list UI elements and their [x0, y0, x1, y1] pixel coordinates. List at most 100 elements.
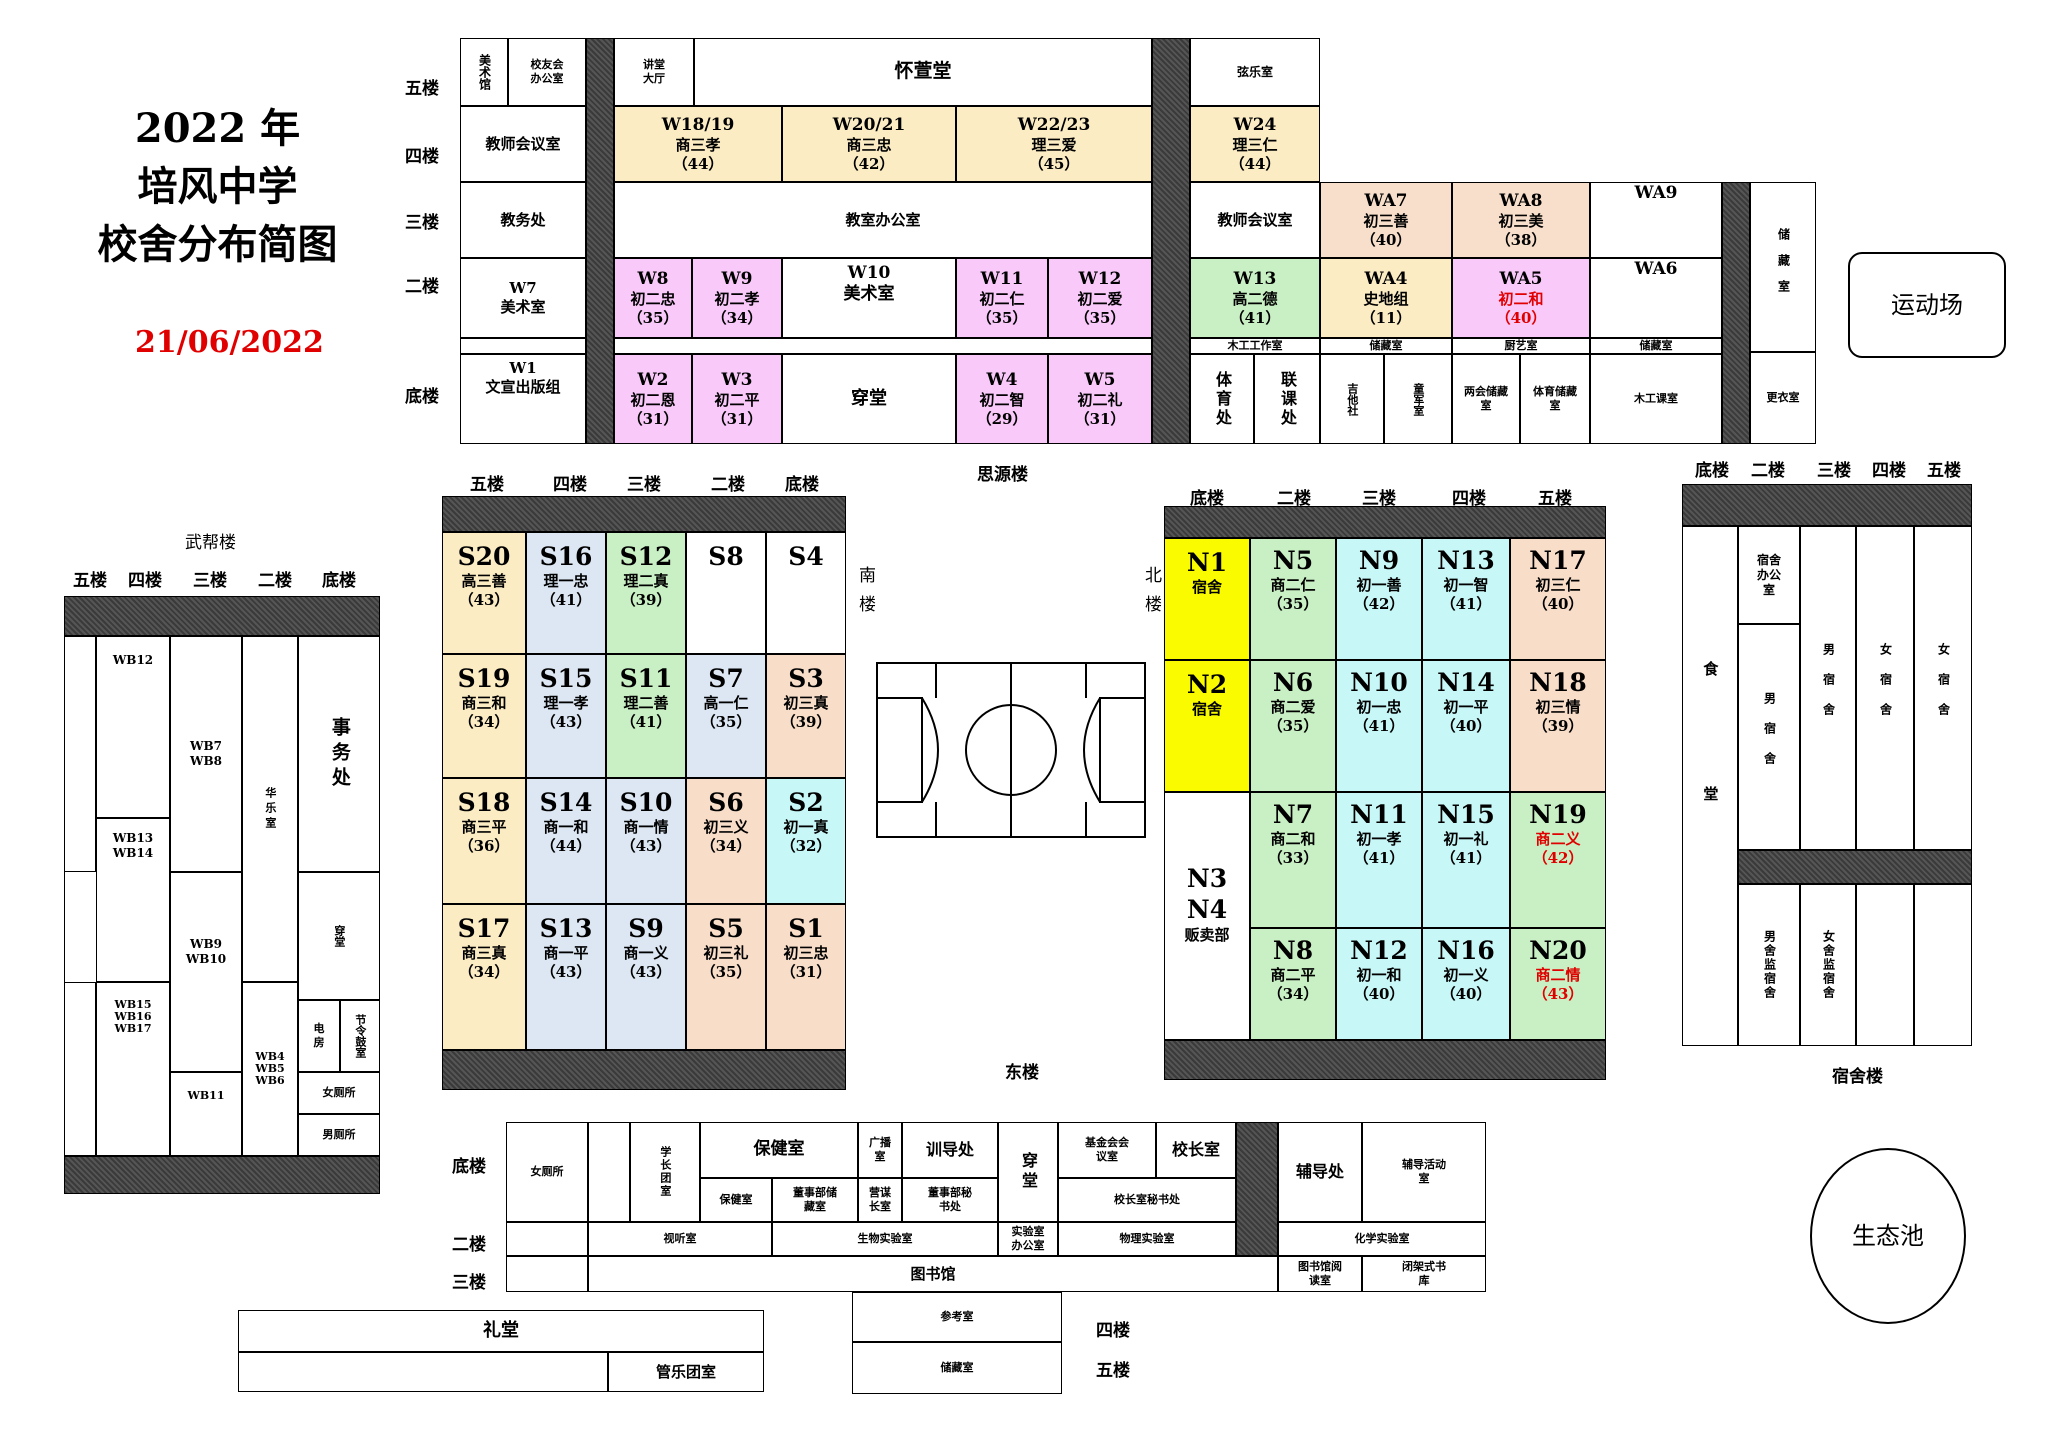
building-name: 北楼 — [1141, 566, 1161, 624]
wubang-top-bar — [64, 596, 380, 636]
room-label: 联课处 — [1278, 370, 1297, 428]
class-size: （44） — [540, 837, 592, 855]
class-size: （40） — [1532, 595, 1584, 613]
room-code: N19 — [1529, 800, 1587, 829]
room-label: 图书馆阅读室 — [1298, 1260, 1342, 1287]
room-label: 宿舍办公室 — [1756, 552, 1781, 597]
broadcast-room: 广播室 — [858, 1122, 902, 1178]
alumni-office: 校友会办公室 — [508, 38, 586, 106]
general-affairs-office: 事务处 — [298, 636, 380, 872]
room-label: 吉他社 — [1345, 382, 1359, 416]
library: 图书馆 — [588, 1256, 1278, 1292]
closed-stacks: 闭架式书库 — [1362, 1256, 1486, 1292]
class-size: （43） — [540, 713, 592, 731]
class-size: （42） — [1532, 849, 1584, 867]
class-name: 初一义 — [1443, 966, 1489, 985]
title-date: 21/06/2022 — [135, 325, 324, 360]
class-size: （36） — [458, 837, 510, 855]
room-code: N5 — [1272, 546, 1314, 575]
room-code: N4 — [1186, 895, 1228, 925]
class-name: 美术室 — [500, 298, 546, 316]
electrical-room: 电房 — [298, 1000, 340, 1072]
class-name: 初二和 — [1498, 289, 1544, 308]
class-size: （29） — [976, 409, 1028, 428]
foundation-meeting-room: 基金会会议室 — [1058, 1122, 1156, 1178]
room-code: WA7 — [1364, 190, 1408, 211]
south-bottom-bar — [442, 1050, 846, 1090]
room-code: W18/19 — [661, 114, 735, 135]
class-name: 初三美 — [1498, 211, 1544, 230]
class-name: 初三真 — [783, 694, 829, 713]
class-name: 美术室 — [843, 284, 895, 305]
room-code: S14 — [539, 788, 593, 817]
class-size: （31） — [627, 409, 679, 428]
class-name: 文宣出版组 — [485, 377, 561, 396]
room-code: WB14 — [112, 846, 154, 860]
room-label: 穿堂 — [332, 925, 346, 947]
principal-secretariat: 校长室秘书处 — [1058, 1178, 1236, 1222]
room-label: 保健室 — [719, 1193, 753, 1207]
room-label: 辅导处 — [1295, 1162, 1344, 1181]
cooking-room: 厨艺室 — [1452, 338, 1590, 354]
class-size: （35） — [700, 713, 752, 731]
sports-storage: 体育储藏室 — [1520, 354, 1590, 444]
room-label: 女舍监宿舍 — [1821, 930, 1836, 1000]
floor-label: 五楼 — [73, 571, 107, 591]
room-code: N7 — [1272, 800, 1314, 829]
floor-label: 五楼 — [1538, 489, 1572, 509]
physics-lab: 物理实验室 — [1058, 1222, 1236, 1256]
room-code: S4 — [788, 542, 824, 571]
class-name: 初一平 — [1443, 698, 1489, 717]
class-size: （43） — [458, 591, 510, 609]
class-name: 初三仁 — [1535, 576, 1581, 595]
room-code: S9 — [628, 914, 664, 943]
dorm-top-bar — [1682, 484, 1972, 526]
room-label: 怀萱堂 — [894, 60, 952, 83]
room-label: 男宿舍 — [1821, 643, 1836, 733]
room-label: 校长室秘书处 — [1114, 1193, 1180, 1207]
room-label: 营谋长室 — [869, 1186, 891, 1213]
room-code: N6 — [1272, 668, 1314, 697]
class-name: 商三和 — [461, 694, 507, 713]
room-s4: S4 — [766, 532, 846, 654]
room-code: N15 — [1437, 800, 1495, 829]
class-name: 史地组 — [1363, 289, 1409, 308]
lab-office: 实验室办公室 — [998, 1222, 1058, 1256]
room-code: WB7 — [190, 739, 222, 753]
room-label: 教室办公室 — [845, 210, 921, 229]
stairwell — [1236, 1122, 1278, 1256]
male-dorm-2: 男宿舍 — [1800, 526, 1856, 850]
strip — [460, 338, 586, 354]
room-label: 女宿舍 — [1936, 643, 1951, 733]
female-dorm-2: 女宿舍 — [1914, 526, 1972, 850]
room-code: WB4 — [255, 1049, 285, 1063]
male-toilet: 男厕所 — [298, 1114, 380, 1156]
room-label: 童军室 — [1411, 382, 1425, 416]
building-name: 南楼 — [855, 566, 875, 624]
floor-label: 底楼 — [405, 387, 439, 407]
room-code: S10 — [619, 788, 673, 817]
class-size: （43） — [620, 837, 672, 855]
room-label: 食堂 — [1701, 661, 1720, 911]
class-size: （34） — [1267, 985, 1319, 1003]
class-name: 宿舍 — [1191, 578, 1222, 597]
room-code: W11 — [980, 268, 1024, 289]
board-storage: 董事部储藏室 — [772, 1178, 858, 1222]
class-size: （40） — [1440, 717, 1492, 735]
